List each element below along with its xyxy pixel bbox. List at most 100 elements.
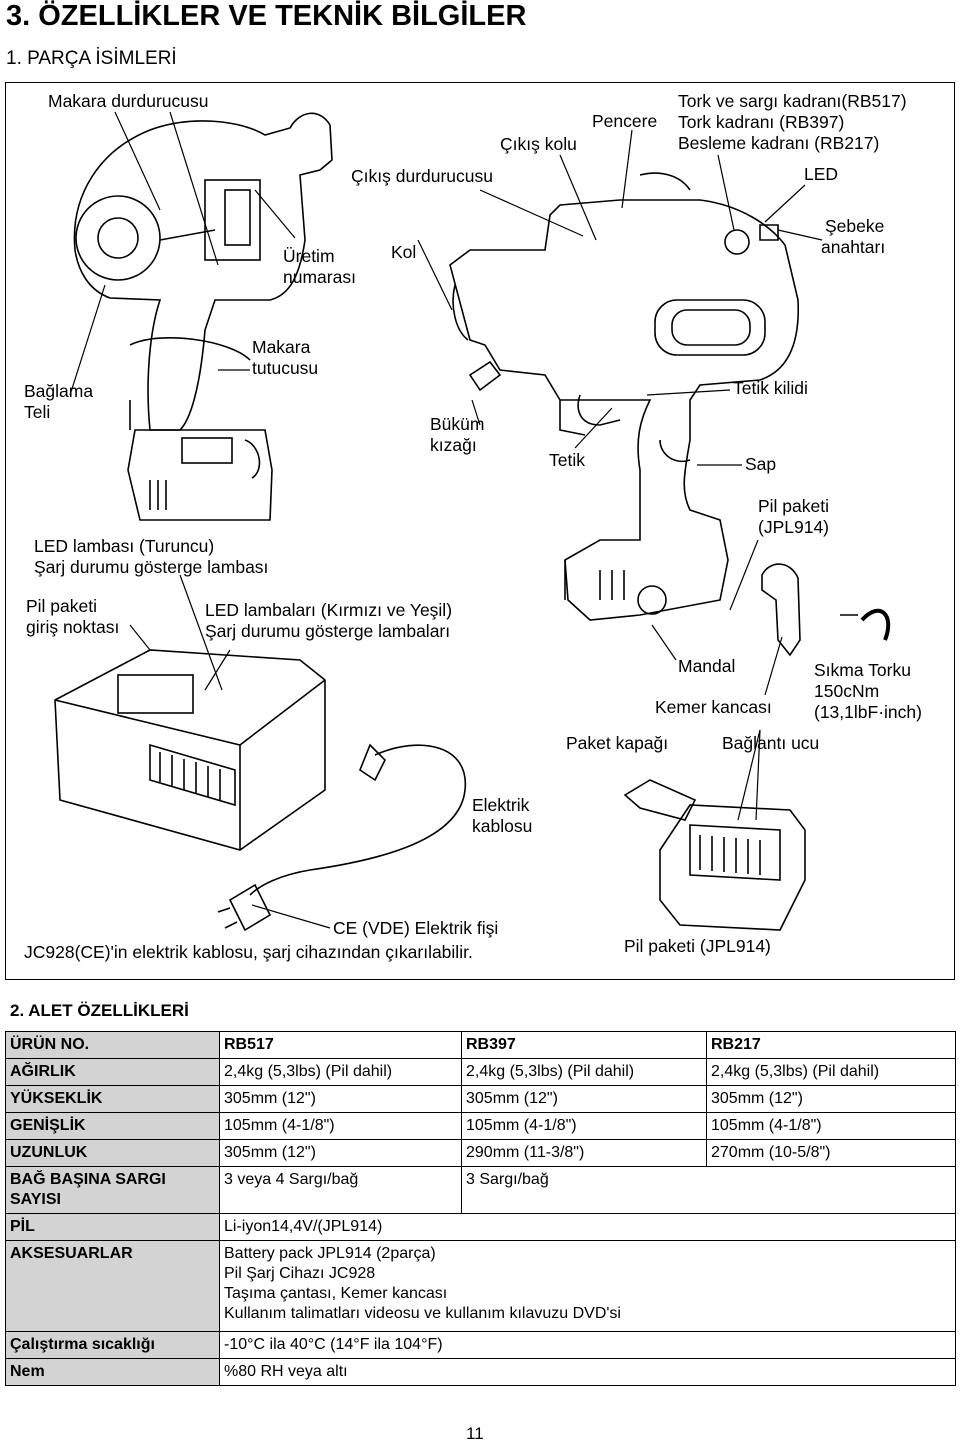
label-elektrik-2: kablosu bbox=[472, 816, 533, 836]
section-title: 3. ÖZELLİKLER VE TEKNİK BİLGİLER bbox=[6, 0, 527, 32]
table-cell: 105mm (4-1/8") bbox=[461, 1112, 707, 1140]
label-mandal: Mandal bbox=[678, 656, 736, 676]
header-cell: RB517 bbox=[219, 1031, 462, 1059]
label-uretim-1: Üretim bbox=[283, 246, 335, 266]
table-cell: 3 veya 4 Sargı/bağ bbox=[219, 1166, 462, 1214]
label-tetik-kilidi: Tetik kilidi bbox=[733, 378, 808, 398]
row-label: Çalıştırma sıcaklığı bbox=[5, 1331, 220, 1359]
header-cell: RB217 bbox=[706, 1031, 956, 1059]
charger-illustration bbox=[54, 649, 326, 851]
row-label: UZUNLUK bbox=[5, 1139, 220, 1167]
label-baglanti-ucu: Bağlantı ucu bbox=[722, 733, 820, 753]
row-label: PİL bbox=[5, 1213, 220, 1241]
row-label: AKSESUARLAR bbox=[5, 1240, 220, 1332]
subsection-title: 1. PARÇA İSİMLERİ bbox=[6, 48, 177, 69]
table-cell: 305mm (12") bbox=[219, 1085, 462, 1113]
table-cell: Li-iyon14,4V/(JPL914) bbox=[219, 1213, 956, 1241]
table-cell: 305mm (12") bbox=[219, 1139, 462, 1167]
table-row: BAĞ BAŞINA SARGI SAYISI 3 veya 4 Sargı/b… bbox=[5, 1166, 956, 1214]
table-row: YÜKSEKLİK 305mm (12") 305mm (12") 305mm … bbox=[5, 1085, 956, 1113]
table-cell: 2,4kg (5,3lbs) (Pil dahil) bbox=[219, 1058, 462, 1086]
label-baglama-1: Bağlama bbox=[24, 381, 94, 401]
table-cell: 290mm (11-3/8") bbox=[461, 1139, 707, 1167]
table-cell: 305mm (12") bbox=[706, 1085, 956, 1113]
main-tool-illustration bbox=[449, 172, 800, 621]
label-kemer-kancasi: Kemer kancası bbox=[655, 697, 772, 717]
belt-hook-illustration bbox=[761, 563, 891, 657]
table-row: ÜRÜN NO. RB517 RB397 RB217 bbox=[5, 1031, 956, 1059]
label-led-kirmizi-2: Şarj durumu gösterge lambaları bbox=[205, 621, 451, 641]
accessory-item: Kullanım talimatları videosu ve kullanım… bbox=[224, 1305, 621, 1322]
row-label: Nem bbox=[5, 1358, 220, 1386]
label-pil-paketi-bottom: Pil paketi (JPL914) bbox=[624, 936, 771, 956]
table-row: AĞIRLIK 2,4kg (5,3lbs) (Pil dahil) 2,4kg… bbox=[5, 1058, 956, 1086]
label-baglama-2: Teli bbox=[24, 402, 51, 422]
label-makara-tutucusu-1: Makara bbox=[252, 337, 311, 357]
parts-diagram-frame bbox=[5, 82, 955, 980]
pack-cover-illustration bbox=[623, 779, 697, 821]
label-sebeke-1: Şebeke bbox=[825, 216, 885, 236]
label-sap: Sap bbox=[745, 454, 777, 474]
battery-pack-illustration bbox=[659, 804, 806, 931]
table-row: UZUNLUK 305mm (12") 290mm (11-3/8") 270m… bbox=[5, 1139, 956, 1167]
parts-diagram-illustration bbox=[54, 111, 891, 932]
label-sikma-3: (13,1lbF·inch) bbox=[814, 702, 922, 722]
label-cikis-kolu: Çıkış kolu bbox=[500, 134, 577, 154]
spec-title: 2. ALET ÖZELLİKLERİ bbox=[10, 1001, 189, 1020]
row-label: GENİŞLİK bbox=[5, 1112, 220, 1140]
label-pil-paketi-2: (JPL914) bbox=[758, 517, 830, 537]
label-ce-fisi: CE (VDE) Elektrik fişi bbox=[333, 918, 499, 938]
table-row: PİL Li-iyon14,4V/(JPL914) bbox=[5, 1213, 956, 1241]
spec-table: ÜRÜN NO. RB517 RB397 RB217 AĞIRLIK 2,4kg… bbox=[5, 1031, 956, 1386]
header-cell: RB397 bbox=[461, 1031, 707, 1059]
label-kol: Kol bbox=[391, 242, 417, 262]
table-cell: 2,4kg (5,3lbs) (Pil dahil) bbox=[461, 1058, 707, 1086]
label-makara-durdurucusu: Makara durdurucusu bbox=[48, 91, 209, 111]
label-sikma-2: 150cNm bbox=[814, 681, 880, 701]
label-tork-2: Tork kadranı (RB397) bbox=[678, 112, 845, 132]
label-paket-kapagi: Paket kapağı bbox=[566, 733, 669, 753]
label-giris-2: giriş noktası bbox=[26, 617, 120, 637]
label-tork-3: Besleme kadranı (RB217) bbox=[678, 133, 880, 153]
label-pencere: Pencere bbox=[592, 111, 658, 131]
label-jc928-note: JC928(CE)'in elektrik kablosu, şarj ciha… bbox=[24, 942, 473, 962]
accessory-item: Taşıma çantası, Kemer kancası bbox=[224, 1285, 448, 1302]
accessories-cell: Battery pack JPL914 (2parça) Pil Şarj Ci… bbox=[219, 1240, 956, 1332]
label-cikis-durdurucusu: Çıkış durdurucusu bbox=[351, 166, 494, 186]
label-tork-1: Tork ve sargı kadranı(RB517) bbox=[678, 91, 907, 111]
label-uretim-2: numarası bbox=[283, 267, 356, 287]
table-cell: 3 Sargı/bağ bbox=[461, 1166, 956, 1214]
label-led-turuncu-2: Şarj durumu gösterge lambası bbox=[34, 557, 269, 577]
label-led-turuncu-1: LED lambası (Turuncu) bbox=[34, 536, 215, 556]
page-number: 11 bbox=[466, 1424, 484, 1443]
table-cell: 105mm (4-1/8") bbox=[219, 1112, 462, 1140]
label-led: LED bbox=[804, 164, 839, 184]
label-giris-1: Pil paketi bbox=[26, 596, 98, 616]
table-row: Çalıştırma sıcaklığı -10°C ila 40°C (14°… bbox=[5, 1331, 956, 1359]
label-makara-tutucusu-2: tutucusu bbox=[252, 358, 319, 378]
label-sikma-1: Sıkma Torku bbox=[814, 660, 911, 680]
row-label: YÜKSEKLİK bbox=[5, 1085, 220, 1113]
label-elektrik-1: Elektrik bbox=[472, 795, 530, 815]
label-bukum-1: Büküm bbox=[430, 414, 485, 434]
left-tool-illustration bbox=[73, 112, 333, 521]
table-row: Nem %80 RH veya altı bbox=[5, 1358, 956, 1386]
label-bukum-2: kızağı bbox=[430, 435, 477, 455]
label-pil-paketi-1: Pil paketi bbox=[758, 496, 830, 516]
table-row: AKSESUARLAR Battery pack JPL914 (2parça)… bbox=[5, 1240, 956, 1332]
table-row: GENİŞLİK 105mm (4-1/8") 105mm (4-1/8") 1… bbox=[5, 1112, 956, 1140]
table-cell: %80 RH veya altı bbox=[219, 1358, 956, 1386]
table-cell: 270mm (10-5/8") bbox=[706, 1139, 956, 1167]
power-cable-illustration bbox=[217, 743, 467, 932]
label-tetik: Tetik bbox=[549, 450, 585, 470]
accessory-item: Battery pack JPL914 (2parça) bbox=[224, 1245, 436, 1262]
row-label: BAĞ BAŞINA SARGI SAYISI bbox=[5, 1166, 220, 1214]
label-led-kirmizi-1: LED lambaları (Kırmızı ve Yeşil) bbox=[205, 600, 453, 620]
header-cell: ÜRÜN NO. bbox=[5, 1031, 220, 1059]
label-sebeke-2: anahtarı bbox=[821, 237, 886, 257]
table-cell: 2,4kg (5,3lbs) (Pil dahil) bbox=[706, 1058, 956, 1086]
table-cell: -10°C ila 40°C (14°F ila 104°F) bbox=[219, 1331, 956, 1359]
table-cell: 305mm (12") bbox=[461, 1085, 707, 1113]
row-label: AĞIRLIK bbox=[5, 1058, 220, 1086]
table-cell: 105mm (4-1/8") bbox=[706, 1112, 956, 1140]
